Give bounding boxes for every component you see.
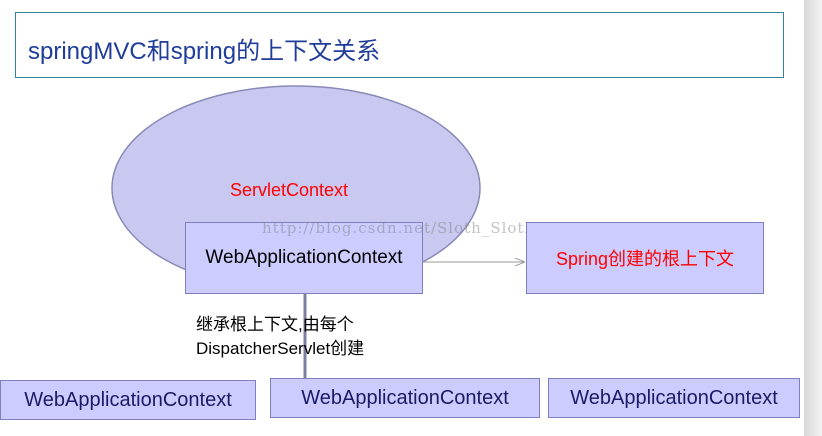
root-context-note-box: Spring创建的根上下文 xyxy=(526,222,764,294)
root-context-note: Spring创建的根上下文 xyxy=(555,249,735,269)
slide: springMVC和spring的上下文关系 ServletContext We… xyxy=(0,12,804,420)
root-web-application-context-box: WebApplicationContext xyxy=(185,222,423,294)
slide-title: springMVC和spring的上下文关系 xyxy=(28,38,381,65)
child-context-label: WebApplicationContext xyxy=(301,386,509,409)
inherit-note-line2: DispatcherServlet创建 xyxy=(196,339,365,358)
window-edge xyxy=(804,0,822,436)
child-context-box-3: WebApplicationContext xyxy=(548,378,800,418)
diagram-canvas xyxy=(111,85,804,380)
inherit-note-line1: 继承根上下文,由每个 xyxy=(196,315,354,334)
inherit-note: 继承根上下文,由每个 DispatcherServlet创建 xyxy=(196,313,364,361)
servlet-context-label: ServletContext xyxy=(230,180,349,200)
child-context-label: WebApplicationContext xyxy=(24,388,232,411)
title-box: springMVC和spring的上下文关系 xyxy=(15,12,784,78)
root-context-label: WebApplicationContext xyxy=(205,247,403,268)
child-context-box-1: WebApplicationContext xyxy=(0,380,256,420)
watermark-text: http://blog.csdn.net/Sloth_Sloth xyxy=(262,219,536,237)
child-context-box-2: WebApplicationContext xyxy=(270,378,540,418)
child-context-label: WebApplicationContext xyxy=(570,386,778,409)
